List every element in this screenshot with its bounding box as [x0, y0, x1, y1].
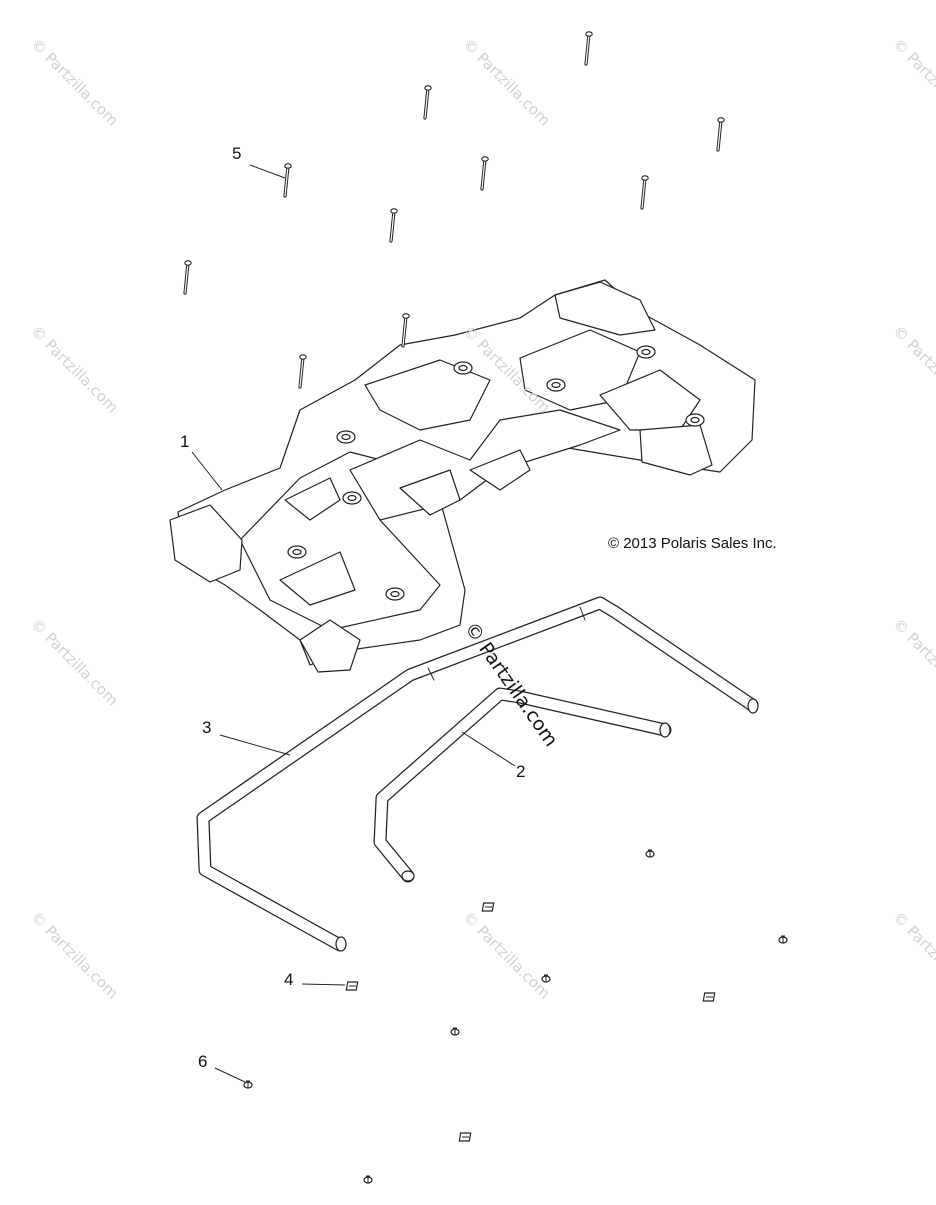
leader-lines [191, 164, 516, 1083]
tube-small [373, 687, 672, 883]
copyright-notice: © 2013 Polaris Sales Inc. [608, 535, 777, 552]
callout-5: 5 [232, 144, 242, 163]
callout-3: 3 [202, 718, 212, 737]
callout-1: 1 [180, 432, 190, 451]
tube-large [196, 596, 759, 952]
clips [345, 902, 716, 1142]
callout-4: 4 [284, 970, 294, 989]
nuts [243, 849, 788, 1184]
callout-6: 6 [198, 1052, 208, 1071]
callout-2: 2 [516, 762, 526, 781]
rack-frame [169, 279, 756, 673]
